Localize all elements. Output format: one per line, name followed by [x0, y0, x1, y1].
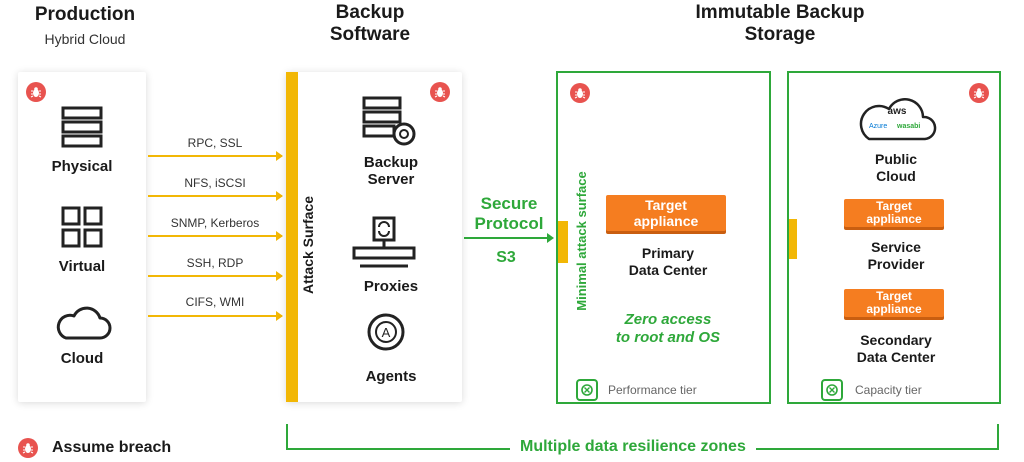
secondary-dc-line-2: Data Center [856, 349, 936, 365]
header-production: Production Hybrid Cloud [20, 4, 150, 50]
performance-tier-label: Performance tier [608, 383, 697, 397]
primary-target-line-1: Target [645, 197, 687, 213]
breach-bug-icon [26, 82, 46, 102]
vault-icon [821, 379, 843, 401]
backup-software-panel: Attack Surface Backup Server Proxies A A… [286, 72, 462, 402]
resilience-zones-label: Multiple data resilience zones [510, 438, 756, 456]
agents-label: Agents [365, 368, 417, 385]
s3-label: S3 [496, 249, 516, 266]
production-title: Production [34, 4, 136, 25]
service-provider-line-1: Service [871, 239, 921, 255]
secondary-dc-line-1: Secondary [860, 332, 932, 348]
backup-server-label: Backup Server [336, 154, 446, 188]
primary-name-1: Primary [641, 245, 695, 261]
public-cloud-line-1: Public [874, 151, 917, 167]
secure-protocol-line-2: Protocol [474, 214, 544, 233]
service-provider-label: Service Provider [816, 239, 976, 273]
secure-protocol-label: Secure Protocol [466, 194, 552, 234]
production-item-physical: Physical [51, 158, 113, 175]
sdc-target-line-1: Target [876, 289, 912, 303]
protocol-arrow [148, 231, 283, 241]
attack-surface-label: Attack Surface [300, 195, 316, 295]
azure-logo: Azure [869, 123, 888, 130]
grid-four-icon [61, 206, 103, 253]
minimal-surface-bar [558, 221, 568, 263]
protocol-arrow [148, 191, 283, 201]
protocol-label-snmp: SNMP, Kerberos [170, 216, 260, 230]
capacity-tier-panel: aws Azure wasabi Public Cloud Target app… [787, 71, 1001, 404]
production-item-cloud: Cloud [60, 350, 104, 367]
vault-icon [576, 379, 598, 401]
service-provider-line-2: Provider [867, 256, 925, 272]
attack-surface-bar [286, 72, 298, 402]
protocol-arrow [148, 271, 283, 281]
sp-target-line-1: Target [876, 199, 912, 213]
production-subtitle: Hybrid Cloud [44, 31, 126, 47]
production-item-virtual: Virtual [58, 258, 106, 275]
secondary-dc-target-appliance: Target appliance [844, 289, 944, 317]
protocol-label-nfs: NFS, iSCSI [184, 176, 246, 190]
wasabi-logo: wasabi [897, 123, 921, 130]
protocol-arrow [148, 311, 283, 321]
secondary-data-center-label: Secondary Data Center [816, 332, 976, 366]
breach-bug-icon [969, 83, 989, 103]
header-backup-software: Backup Software [310, 2, 430, 46]
service-provider-target-appliance: Target appliance [844, 199, 944, 227]
primary-name-2: Data Center [628, 262, 708, 278]
secure-arrow [464, 233, 554, 243]
primary-target-line-2: appliance [633, 213, 699, 229]
capacity-surface-bar [789, 219, 797, 259]
minimal-attack-surface-label: Minimal attack surface [574, 171, 589, 311]
zero-access-line-1: Zero access [624, 311, 712, 328]
protocol-label-rpc: RPC, SSL [187, 136, 243, 150]
backup-server-label-2: Server [367, 171, 415, 188]
proxies-label: Proxies [363, 278, 419, 295]
breach-bug-icon [430, 82, 450, 102]
public-cloud-line-2: Cloud [876, 168, 916, 184]
immutable-title-1: Immutable Backup [695, 2, 865, 23]
cloud-icon [52, 306, 112, 347]
primary-data-center-label: Primary Data Center [588, 245, 748, 279]
performance-tier-panel: Minimal attack surface Target appliance … [556, 71, 771, 404]
proxy-icon [352, 216, 416, 277]
breach-legend-bug-icon [18, 438, 38, 458]
sdc-target-line-2: appliance [866, 302, 922, 316]
primary-target-appliance: Target appliance [606, 195, 726, 231]
zero-access-line-2: to root and OS [615, 329, 721, 346]
assume-breach-label: Assume breach [52, 439, 172, 456]
server-rack-icon [61, 106, 103, 153]
secure-protocol-line-1: Secure [480, 194, 538, 213]
immutable-title-2: Storage [744, 24, 816, 45]
protocol-label-ssh: SSH, RDP [186, 256, 244, 270]
zero-access-label: Zero access to root and OS [588, 311, 748, 347]
backup-software-title-2: Software [329, 24, 411, 45]
capacity-tier-label: Capacity tier [855, 383, 922, 397]
svg-text:A: A [382, 325, 391, 340]
backup-software-title-1: Backup [335, 2, 405, 23]
production-panel: Physical Virtual Cloud [18, 72, 146, 402]
agent-icon: A [366, 312, 406, 357]
backup-server-icon [362, 96, 418, 153]
header-immutable-storage: Immutable Backup Storage [660, 2, 900, 46]
aws-logo: aws [887, 106, 907, 117]
protocol-label-cifs: CIFS, WMI [185, 295, 245, 309]
breach-bug-icon [570, 83, 590, 103]
protocol-arrow [148, 151, 283, 161]
public-cloud-label: Public Cloud [816, 151, 976, 185]
backup-server-label-1: Backup [363, 154, 419, 171]
public-cloud-logos-icon: aws Azure wasabi [855, 93, 937, 143]
sp-target-line-2: appliance [866, 212, 922, 226]
